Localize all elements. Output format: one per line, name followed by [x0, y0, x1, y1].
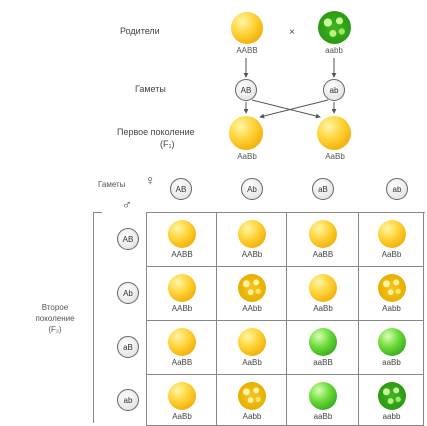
f1-label-sub: (F₁)	[160, 139, 175, 149]
offspring-genotype: AaBB	[312, 250, 334, 259]
parent-pea-yellow-smooth	[231, 12, 263, 44]
f2-label-sub: поколение	[35, 314, 75, 323]
parent-pea-green-wrinkled	[318, 11, 351, 44]
offspring-pea	[309, 274, 337, 302]
grid-cell: AaBb	[359, 213, 424, 267]
offspring-genotype: aaBb	[382, 358, 401, 367]
offspring-genotype: AaBb	[172, 412, 192, 421]
parent-genotype: AABB	[236, 46, 258, 55]
offspring-genotype: AABb	[241, 250, 263, 259]
offspring-pea	[168, 328, 196, 356]
grid-cell: AaBB	[147, 321, 217, 375]
offspring-pea	[168, 274, 196, 302]
offspring-pea	[377, 382, 406, 410]
offspring-genotype: Aabb	[242, 412, 262, 421]
offspring-genotype: Aabb	[382, 304, 401, 313]
parent-gamete: AB	[235, 79, 257, 101]
offspring-pea	[168, 382, 196, 410]
grid-cell: AABB	[147, 213, 217, 267]
grid-cell: AaBb	[217, 321, 287, 375]
cross-symbol: ×	[289, 27, 295, 38]
offspring-pea	[309, 382, 337, 410]
male-gamete: AB	[117, 228, 139, 250]
offspring-genotype: AaBb	[313, 304, 333, 313]
cross-arrows	[243, 58, 337, 119]
male-gamete: aB	[117, 336, 139, 358]
grid-cell: AABb	[147, 267, 217, 321]
male-gamete: Ab	[117, 282, 139, 304]
offspring-genotype: AABb	[171, 304, 193, 313]
offspring-pea	[238, 328, 266, 356]
offspring-pea	[238, 274, 266, 302]
offspring-genotype: AaBb	[242, 358, 262, 367]
grid-cell: aaBB	[287, 321, 359, 375]
parents-label: Родители	[120, 26, 160, 36]
offspring-genotype: aaBb	[313, 412, 333, 421]
gametes-label-grid: Гаметы	[98, 180, 126, 189]
female-gamete: ab	[386, 178, 408, 200]
grid-cell: Aabb	[359, 267, 424, 321]
f1-pea	[229, 116, 263, 150]
offspring-pea	[377, 328, 406, 356]
offspring-genotype: AaBB	[171, 358, 193, 367]
offspring-pea	[377, 274, 406, 302]
f2-label: Второе	[41, 303, 69, 312]
offspring-genotype: AaBb	[381, 250, 402, 259]
grid-cell: AABb	[217, 213, 287, 267]
female-gamete: aB	[312, 178, 334, 200]
female-gamete: Ab	[241, 178, 263, 200]
grid-cell: AAbb	[217, 267, 287, 321]
offspring-pea	[309, 328, 337, 356]
grid-cell: AaBB	[287, 213, 359, 267]
grid-cell: AaBb	[287, 267, 359, 321]
female-gamete: AB	[170, 178, 192, 200]
f1-label: Первое поколение	[117, 127, 195, 137]
offspring-pea	[238, 382, 266, 410]
gametes-label-top: Гаметы	[135, 84, 166, 94]
grid-cell: aaBb	[359, 321, 424, 375]
grid-cell: aaBb	[287, 375, 359, 426]
male-gamete: ab	[117, 389, 139, 411]
offspring-pea	[377, 220, 406, 248]
offspring-genotype: aabb	[382, 412, 401, 421]
f1-genotype: AaBb	[237, 152, 257, 161]
f1-genotype: AaBb	[325, 152, 345, 161]
offspring-pea	[168, 220, 196, 248]
parent-gamete: ab	[323, 79, 345, 101]
generation-bracket	[93, 212, 102, 423]
grid-cell: aabb	[359, 375, 424, 426]
f1-pea	[317, 116, 351, 150]
offspring-genotype: aaBB	[313, 358, 333, 367]
f2-label-gen: (F₂)	[48, 325, 62, 334]
parent-genotype: aabb	[325, 46, 343, 55]
grid-cell: AaBb	[147, 375, 217, 426]
offspring-pea	[238, 220, 266, 248]
offspring-genotype: AABB	[171, 250, 193, 259]
offspring-genotype: AAbb	[242, 304, 262, 313]
female-symbol-icon: ♀	[145, 172, 156, 188]
grid-cell: Aabb	[217, 375, 287, 426]
offspring-pea	[309, 220, 337, 248]
male-symbol-icon: ♂	[122, 197, 132, 212]
